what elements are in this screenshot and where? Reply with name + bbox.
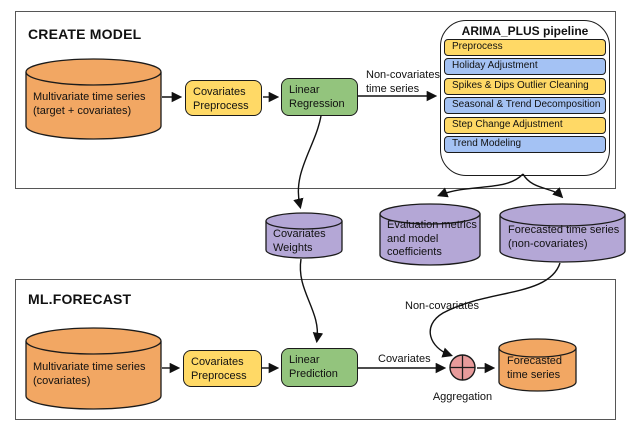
cylinder-shape [25, 58, 162, 140]
aggregation-label: Aggregation [432, 391, 493, 403]
noncovariates-timeseries-label: Non-covariates time series [366, 69, 440, 95]
ml-forecast-title: ML.FORECAST [28, 291, 132, 307]
covariates-preprocess-box-top: Covariates Preprocess [185, 80, 262, 116]
aggregation-circle-plus-icon [449, 354, 476, 381]
linear-regression-box: Linear Regression [281, 78, 358, 116]
noncovariates-flow-label: Non-covariates [405, 300, 479, 312]
covariates-flow-label: Covariates [378, 353, 431, 365]
multivariate-covariates-cylinder: Multivariate time series (covariates) [25, 327, 162, 410]
covariates-weights-cylinder: Covariates Weights [265, 212, 343, 259]
cylinder-label: Covariates Weights [273, 228, 326, 254]
cylinder-label: Forecasted time series [507, 355, 563, 381]
cylinder-label: Multivariate time series (target + covar… [33, 91, 146, 117]
cylinder-label: Multivariate time series (covariates) [33, 361, 146, 387]
pipeline-step-holiday-adjustment: Holiday Adjustment [444, 58, 606, 76]
pipeline-title: ARIMA_PLUS pipeline [461, 24, 589, 38]
forecasted-timeseries-cylinder: Forecasted time series [498, 338, 577, 392]
covariates-preprocess-box-bottom: Covariates Preprocess [183, 350, 262, 387]
linear-prediction-box: Linear Prediction [281, 348, 358, 387]
cylinder-label: Forecasted time series (non-covariates) [508, 224, 620, 250]
pipeline-step-step-change: Step Change Adjustment [444, 116, 606, 134]
multivariate-target-covariates-cylinder: Multivariate time series (target + covar… [25, 58, 162, 140]
pipeline-step-preprocess: Preprocess [444, 39, 606, 56]
pipeline-step-spikes-dips: Spikes & Dips Outlier Cleaning [444, 77, 606, 95]
pipeline-step-seasonal-trend: Seasonal & Trend Decomposition [444, 97, 606, 115]
pipeline-step-trend-modeling: Trend Modeling [444, 136, 606, 153]
cylinder-shape [265, 212, 343, 259]
cylinder-label: Evaluation metrics and model coefficient… [387, 219, 477, 258]
create-model-title: CREATE MODEL [28, 26, 142, 42]
evaluation-metrics-cylinder: Evaluation metrics and model coefficient… [379, 203, 481, 266]
cylinder-shape [25, 327, 162, 410]
cylinder-shape [499, 203, 626, 263]
cylinder-shape [379, 203, 481, 266]
forecasted-noncovariates-cylinder: Forecasted time series (non-covariates) [499, 203, 626, 263]
